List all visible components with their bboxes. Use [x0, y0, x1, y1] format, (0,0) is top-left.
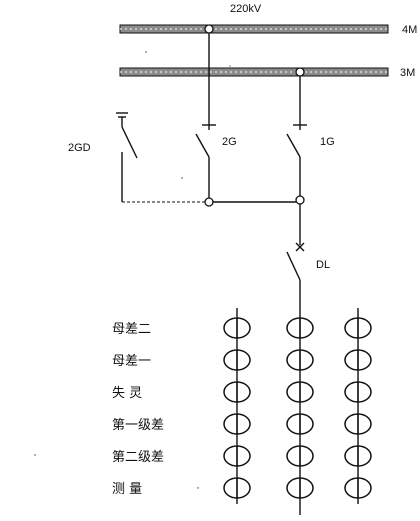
earthing-switch-2gd [116, 112, 138, 166]
bus-4m-node [204, 24, 214, 34]
disconnector-1g [286, 124, 307, 196]
circuit-breaker-dl [286, 204, 305, 515]
switch-2g-label: 2G [222, 136, 237, 148]
ground-switch-label: 2GD [68, 142, 91, 154]
link-node-1g [295, 195, 305, 205]
ct-row-label: 失 灵 [112, 386, 142, 401]
ct-row-label: 母差二 [112, 322, 151, 337]
ct-row-label: 测 量 [112, 482, 142, 497]
ct-row-label: 母差一 [112, 354, 151, 369]
bus-3m-node [295, 67, 305, 77]
switch-1g-label: 1G [320, 136, 335, 148]
disconnector-2g [195, 124, 216, 198]
link-node-2g [204, 197, 214, 207]
breaker-label: DL [316, 259, 330, 271]
ct-row-label: 第二级差 [112, 450, 164, 465]
busbar-4m [119, 24, 389, 34]
bus-3m-label: 3M [400, 67, 415, 79]
busbar-3m [119, 67, 389, 77]
bus-4m-label: 4M [402, 24, 417, 36]
voltage-label: 220kV [230, 3, 262, 15]
ct-row-label: 第一级差 [112, 418, 164, 433]
scan-specks [34, 51, 231, 489]
